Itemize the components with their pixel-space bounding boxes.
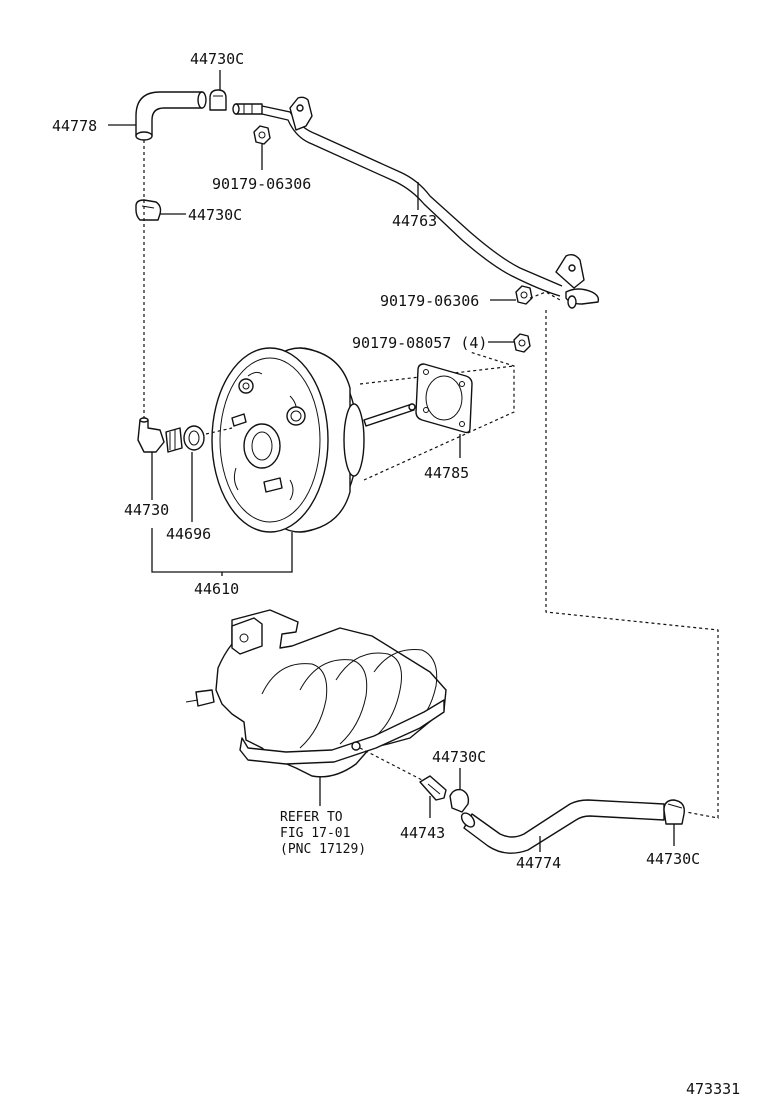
nut-stud: [513, 333, 531, 353]
hose-clip-lower: [449, 788, 470, 813]
label-44730C-top: 44730C: [190, 50, 244, 68]
label-90179-08057: 90179-08057 (4): [352, 334, 487, 352]
label-44778: 44778: [52, 117, 97, 135]
refer-line-2: FIG 17-01: [280, 826, 350, 841]
hose-clip-mid: [135, 199, 162, 221]
label-44743: 44743: [400, 824, 445, 842]
upper-hose-44778: [135, 91, 207, 141]
label-44610: 44610: [194, 580, 239, 598]
label-44730C-lower: 44730C: [432, 748, 486, 766]
hose-clip-top: [209, 89, 227, 111]
label-44730: 44730: [124, 501, 169, 519]
union-44743: [419, 775, 447, 801]
label-44774: 44774: [516, 854, 561, 872]
label-44763: 44763: [392, 212, 437, 230]
label-44696: 44696: [166, 525, 211, 543]
nut-right: [515, 285, 533, 305]
label-44730C-mid: 44730C: [188, 206, 242, 224]
refer-line-3: (PNC 17129): [280, 842, 366, 857]
brake-booster: [211, 347, 416, 533]
label-90179-06306-right: 90179-06306: [380, 292, 479, 310]
vacuum-pipe-44763: [232, 96, 600, 309]
hose-clip-lower-right: [663, 799, 685, 825]
refer-line-1: REFER TO: [280, 810, 343, 825]
nut-upper: [253, 125, 271, 145]
check-valve-44730: [137, 417, 165, 453]
intake-manifold: [185, 609, 447, 778]
lower-hose-44774: [460, 799, 665, 854]
label-44730C-lower-right: 44730C: [646, 850, 700, 868]
label-44785: 44785: [424, 464, 469, 482]
label-90179-06306-upper: 90179-06306: [212, 175, 311, 193]
gasket-44785: [415, 363, 473, 434]
grommet-44696: [165, 425, 205, 453]
diagram-id: 473331: [686, 1080, 740, 1098]
